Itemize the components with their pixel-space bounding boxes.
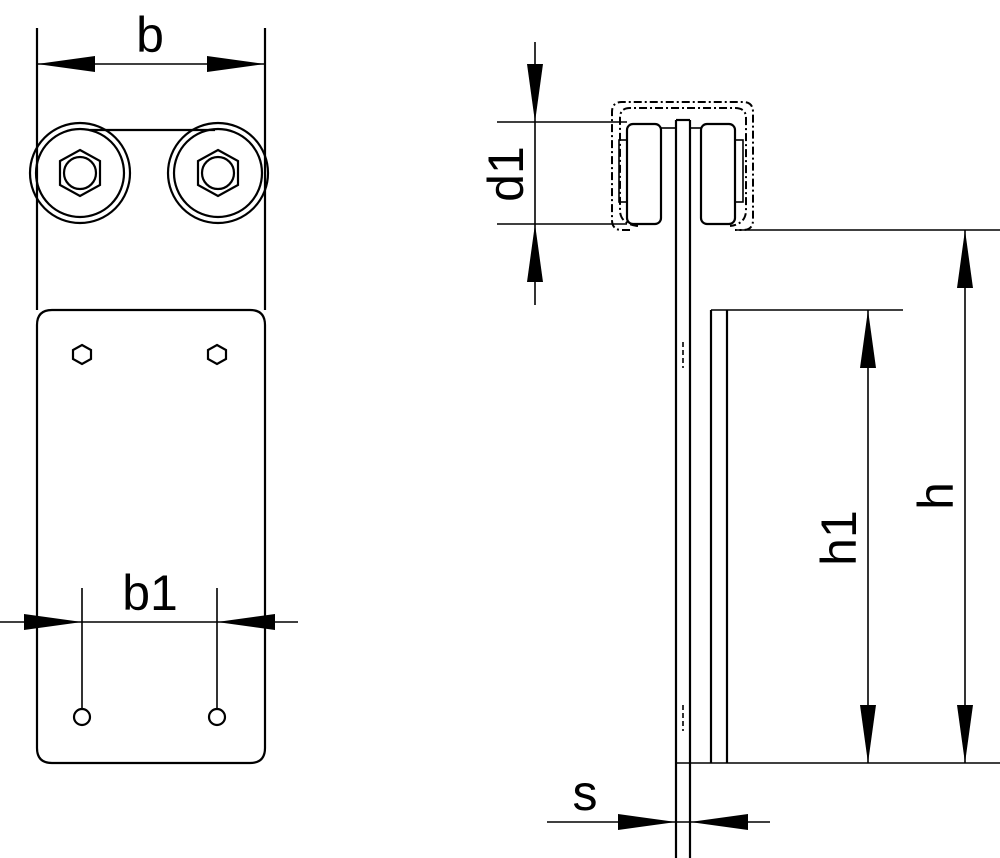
right-wheel <box>166 121 270 225</box>
wheel-profile-left <box>625 122 663 226</box>
door-panel <box>676 309 1000 764</box>
dimension-h: h <box>908 230 973 763</box>
left-wheel <box>28 121 132 225</box>
dimension-b: b <box>37 7 265 72</box>
label-s: s <box>573 765 598 821</box>
hole-bottom-right <box>207 707 227 727</box>
mounting-plate <box>35 308 267 765</box>
front-view: b b1 <box>0 7 298 765</box>
hole-top-right <box>206 343 228 366</box>
dimension-h1: h1 <box>811 310 876 763</box>
dimension-b1: b1 <box>0 565 298 708</box>
label-b1: b1 <box>122 565 178 621</box>
label-h1: h1 <box>811 510 867 566</box>
hole-bottom-left <box>72 707 92 727</box>
dimension-d1: d1 <box>478 42 627 305</box>
dimension-s: s <box>547 765 770 830</box>
label-h: h <box>908 482 964 510</box>
wheel-profile-right <box>699 122 737 226</box>
label-d1: d1 <box>478 146 534 202</box>
label-b: b <box>136 7 164 63</box>
hole-top-left <box>71 343 93 366</box>
carrier-housing <box>611 101 754 231</box>
side-view: d1 h1 h s <box>478 42 1000 858</box>
